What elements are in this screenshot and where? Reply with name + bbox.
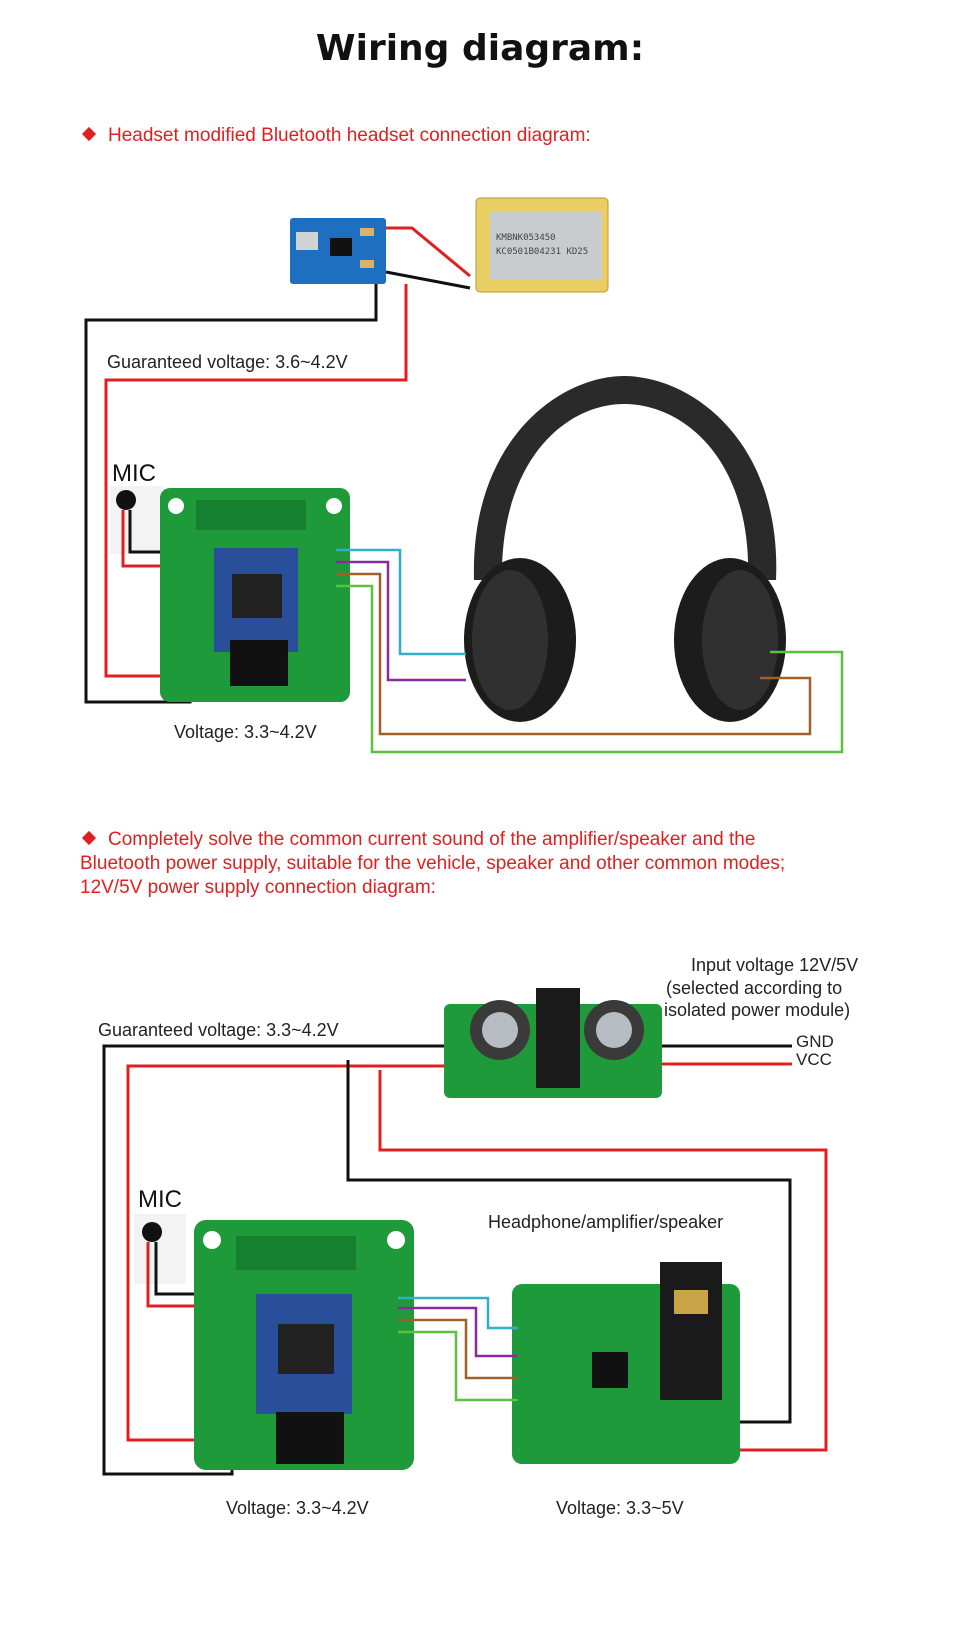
mic-capsule xyxy=(110,486,170,568)
battery-text-2: KC0501B04231 KD25 xyxy=(496,247,588,257)
section2-heading: Completely solve the common current soun… xyxy=(80,828,920,900)
vcc-label: VCC xyxy=(796,1050,832,1069)
amplifier-board xyxy=(512,1262,740,1464)
gnd-label: GND xyxy=(796,1032,834,1051)
bluetooth-module xyxy=(160,488,350,702)
charger-module xyxy=(290,218,386,284)
voltage-label-right: Voltage: 3.3~5V xyxy=(556,1498,684,1518)
input-voltage-label: Input voltage 12V/5V xyxy=(691,955,859,975)
voltage-label-left: Voltage: 3.3~4.2V xyxy=(226,1498,369,1518)
battery-text-1: KMBNK053450 xyxy=(496,233,556,243)
guaranteed-voltage-label-1: Guaranteed voltage: 3.6~4.2V xyxy=(107,352,348,372)
bullet-diamond-icon xyxy=(81,830,97,846)
isolated-power-module xyxy=(444,988,662,1098)
page-title: Wiring diagram: xyxy=(315,28,645,69)
mic-label-1: MIC xyxy=(112,460,156,487)
section2-heading-line-1: Completely solve the common current soun… xyxy=(80,828,920,852)
bluetooth-module-2 xyxy=(194,1220,414,1470)
input-voltage-note-1: (selected according to xyxy=(666,978,843,998)
guaranteed-voltage-label-2: Guaranteed voltage: 3.3~4.2V xyxy=(98,1020,339,1040)
device-label: Headphone/amplifier/speaker xyxy=(488,1212,724,1232)
input-voltage-note-2: isolated power module) xyxy=(664,1000,851,1020)
voltage-label-1: Voltage: 3.3~4.2V xyxy=(174,722,317,742)
section1-heading: Headset modified Bluetooth headset conne… xyxy=(80,124,591,148)
section2-heading-line-3: 12V/5V power supply connection diagram: xyxy=(80,877,436,898)
section2-heading-line-2: Bluetooth power supply, suitable for the… xyxy=(80,853,786,874)
lipo-battery: KMBNK053450 KC0501B04231 KD25 xyxy=(475,197,609,293)
mic-label-2: MIC xyxy=(138,1186,182,1213)
headphones xyxy=(464,376,786,722)
mic-capsule-2 xyxy=(134,1214,212,1308)
